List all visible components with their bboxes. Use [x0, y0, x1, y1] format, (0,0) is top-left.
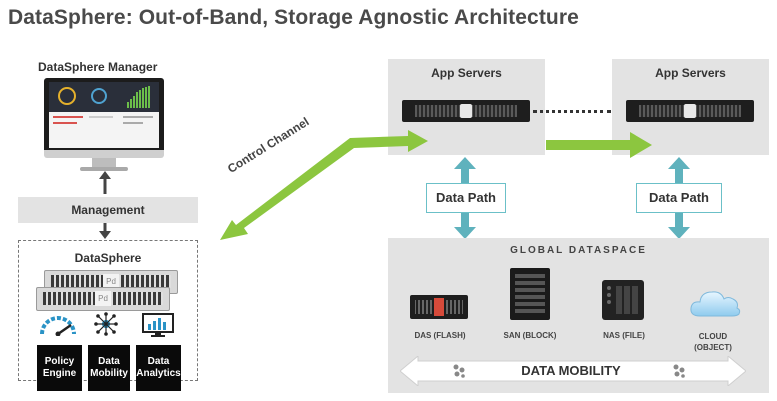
data-path-box: Data Path [426, 183, 506, 213]
storage-label-cloud: CLOUD (OBJECT) [694, 332, 732, 352]
storage-label-das: DAS (FLASH) [414, 331, 466, 340]
manager-link-arrow [99, 171, 111, 239]
data-mobility-label: DATA MOBILITY [521, 363, 621, 378]
app-servers-label: App Servers [431, 66, 502, 80]
network-hub-icon [94, 312, 118, 336]
flash-storage-icon [410, 295, 468, 319]
storage-label-nas: NAS (FILE) [603, 331, 645, 340]
data-mobility-arrow [400, 356, 746, 386]
analytics-monitor-icon [142, 313, 174, 337]
datasphere-logo-icon [453, 364, 465, 378]
san-storage-icon [510, 268, 550, 320]
control-channel-arrow [220, 130, 652, 240]
pd-badge: Pd [103, 274, 120, 289]
cloud-storage-icon [690, 291, 741, 317]
server-cluster-dots [533, 110, 611, 113]
gauge-icon [40, 316, 76, 336]
datasphere-logo-icon [673, 364, 685, 378]
nas-storage-icon [602, 280, 644, 320]
manager-label: DataSphere Manager [38, 60, 158, 74]
storage-label-san: SAN (BLOCK) [503, 331, 557, 340]
data-path-box: Data Path [636, 183, 722, 213]
global-dataspace-label: GLOBAL DATASPACE [510, 245, 647, 256]
page-title: DataSphere: Out-of-Band, Storage Agnosti… [8, 6, 579, 29]
server-icon [626, 100, 754, 122]
datasphere-appliance-icon: Pd [36, 287, 170, 311]
app-servers-label: App Servers [655, 66, 726, 80]
data-analytics-box: Data Analytics [136, 345, 181, 391]
data-mobility-box: Data Mobility [88, 345, 130, 391]
policy-engine-box: Policy Engine [37, 345, 82, 391]
server-icon [402, 100, 530, 122]
pd-badge: Pd [95, 291, 112, 306]
datasphere-label: DataSphere [74, 251, 142, 265]
management-bar: Management [18, 197, 198, 223]
